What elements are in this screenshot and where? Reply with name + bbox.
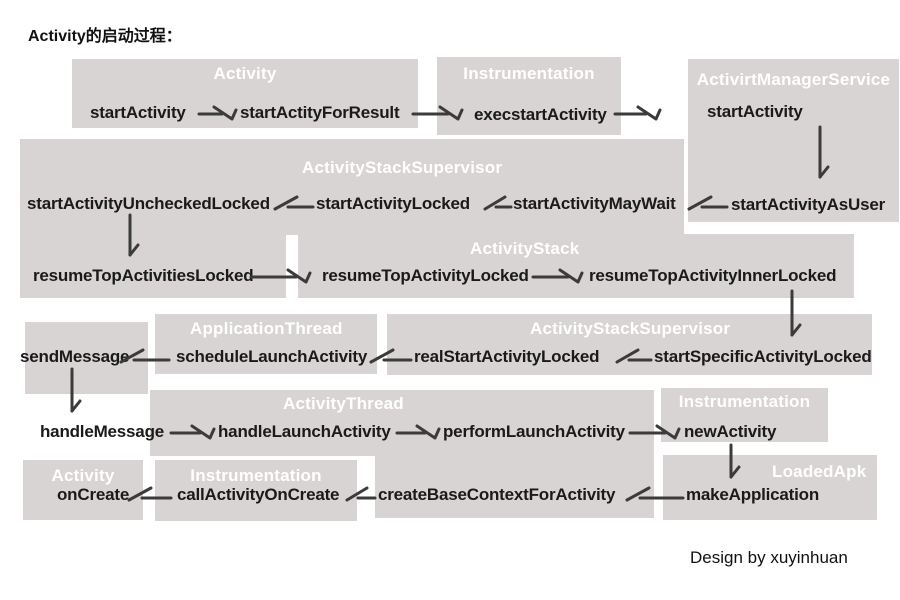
method-startSpecificActivityLocked: startSpecificActivityLocked	[654, 347, 872, 366]
arrow-left-icon	[483, 195, 513, 211]
method-execstartActivity: execstartActivity	[474, 105, 607, 124]
method-resumeTopActivityInnerLocked: resumeTopActivityInnerLocked	[589, 266, 837, 285]
box-header-activity-2: Activity	[51, 466, 115, 485]
method-startActivityUncheckedLocked: startActivityUncheckedLocked	[27, 194, 270, 213]
arrow-down-icon	[128, 213, 140, 257]
method-makeApplication: makeApplication	[686, 485, 820, 504]
arrow-right-icon	[249, 268, 312, 284]
box-header-instrumentation-2: Instrumentation	[678, 392, 811, 411]
arrow-right-icon	[169, 424, 216, 440]
method-scheduleLaunchActivity: scheduleLaunchActivity	[176, 347, 368, 366]
box-header-application-thread: ApplicationThread	[190, 319, 343, 338]
box-activity-stack	[298, 234, 854, 298]
method-performLaunchActivity: performLaunchActivity	[443, 422, 625, 441]
method-sendMessage: sendMessage	[20, 347, 130, 366]
method-startActivity-ams: startActivity	[707, 102, 803, 121]
box-activity-thread-extension	[375, 390, 654, 518]
box-activity-2	[23, 460, 143, 520]
arrow-left-icon	[625, 486, 685, 502]
box-header-activity-stack-supervisor-1: ActivityStackSupervisor	[302, 158, 503, 177]
box-loaded-apk	[663, 455, 877, 520]
arrow-down-icon	[818, 125, 830, 179]
box-header-activity-stack: ActivityStack	[470, 239, 580, 258]
method-createBaseContextForActivity: createBaseContextForActivity	[378, 485, 616, 504]
method-handleMessage: handleMessage	[40, 422, 165, 441]
method-startActivityAsUser: startActivityAsUser	[731, 195, 885, 214]
method-realStartActivityLocked: realStartActivityLocked	[414, 347, 600, 366]
arrow-right-icon	[531, 268, 584, 284]
arrow-down-icon	[729, 443, 741, 479]
box-activity-stack-supervisor-1-extension	[20, 139, 286, 298]
method-startActityForResult: startActityForResult	[240, 103, 400, 122]
arrow-down-icon	[790, 289, 802, 337]
box-header-instrumentation-1: Instrumentation	[463, 64, 595, 83]
arrow-right-icon	[628, 424, 681, 440]
box-header-activity-manager-service: ActivirtManagerService	[696, 70, 891, 89]
arrow-down-icon	[70, 367, 82, 413]
arrow-left-icon	[615, 348, 653, 364]
method-handleLaunchActivity: handleLaunchActivity	[218, 422, 391, 441]
arrow-left-icon	[345, 486, 377, 502]
box-instrumentation-3	[155, 460, 357, 521]
box-application-thread	[155, 314, 377, 374]
method-resumeTopActivitiesLocked: resumeTopActivitiesLocked	[33, 266, 254, 285]
box-header-activity-stack-supervisor-2: ActivityStackSupervisor	[530, 319, 731, 338]
box-header-loaded-apk: LoadedApk	[772, 462, 867, 481]
method-startActivityMayWait: startActivityMayWait	[513, 194, 676, 213]
method-resumeTopActivityLocked: resumeTopActivityLocked	[322, 266, 529, 285]
arrow-left-icon	[273, 195, 315, 211]
arrow-left-icon	[127, 486, 173, 502]
box-activity-manager-service	[688, 59, 899, 222]
box-instrumentation-2	[661, 388, 828, 442]
box-activity-1	[72, 59, 418, 128]
arrow-right-icon	[411, 105, 464, 121]
method-startActivity-1: startActivity	[90, 103, 186, 122]
box-header-instrumentation-3: Instrumentation	[190, 466, 322, 485]
method-onCreate: onCreate	[57, 485, 130, 504]
page-title: Activity的启动过程：	[28, 28, 182, 45]
arrow-right-icon	[395, 424, 441, 440]
method-startActivityLocked: startActivityLocked	[316, 194, 470, 213]
arrow-left-icon	[369, 348, 413, 364]
box-instrumentation-1	[437, 57, 621, 135]
method-callActivityOnCreate: callActivityOnCreate	[177, 485, 340, 504]
box-header-activity-thread: ActivityThread	[283, 394, 404, 413]
credit-text: Design by xuyinhuan	[690, 548, 848, 567]
box-header-activity-1: Activity	[213, 64, 277, 83]
arrow-right-icon	[197, 105, 238, 121]
arrow-left-icon	[119, 348, 171, 364]
method-newActivity: newActivity	[684, 422, 777, 441]
arrow-right-icon	[613, 105, 662, 121]
arrow-left-icon	[687, 195, 729, 211]
